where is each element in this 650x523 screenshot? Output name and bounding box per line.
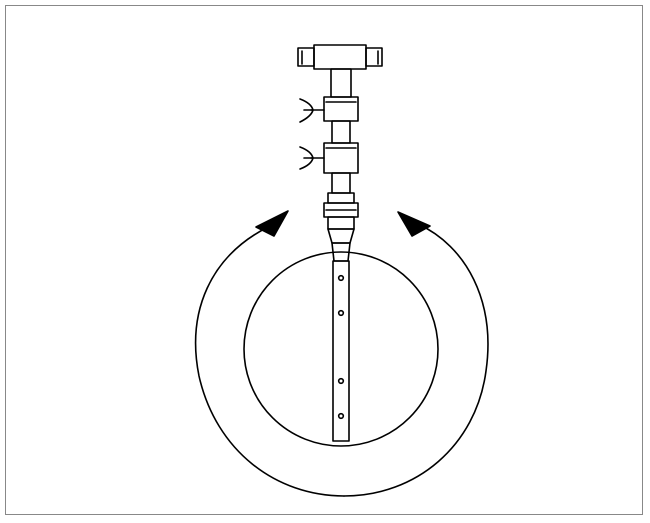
right-rotation-arrow [343, 223, 489, 497]
circular-container [243, 251, 439, 447]
lower-valve-wingnut [299, 142, 359, 194]
left-arrowhead-icon [255, 210, 289, 237]
diagram-frame [5, 5, 643, 515]
left-rotation-arrow [194, 226, 345, 497]
upper-valve-wingnut [299, 96, 359, 144]
probe-hole [337, 412, 345, 420]
tapered-adapter [327, 228, 355, 262]
probe-hole [337, 274, 345, 282]
top-tee-fitting [297, 44, 383, 98]
perforated-probe-tube [332, 260, 350, 442]
coupling-nut [323, 192, 359, 230]
right-arrowhead-icon [397, 211, 431, 237]
probe-assembly-diagram [194, 44, 489, 497]
probe-hole [337, 309, 345, 317]
rotation-arrows [194, 210, 489, 497]
probe-hole [337, 377, 345, 385]
